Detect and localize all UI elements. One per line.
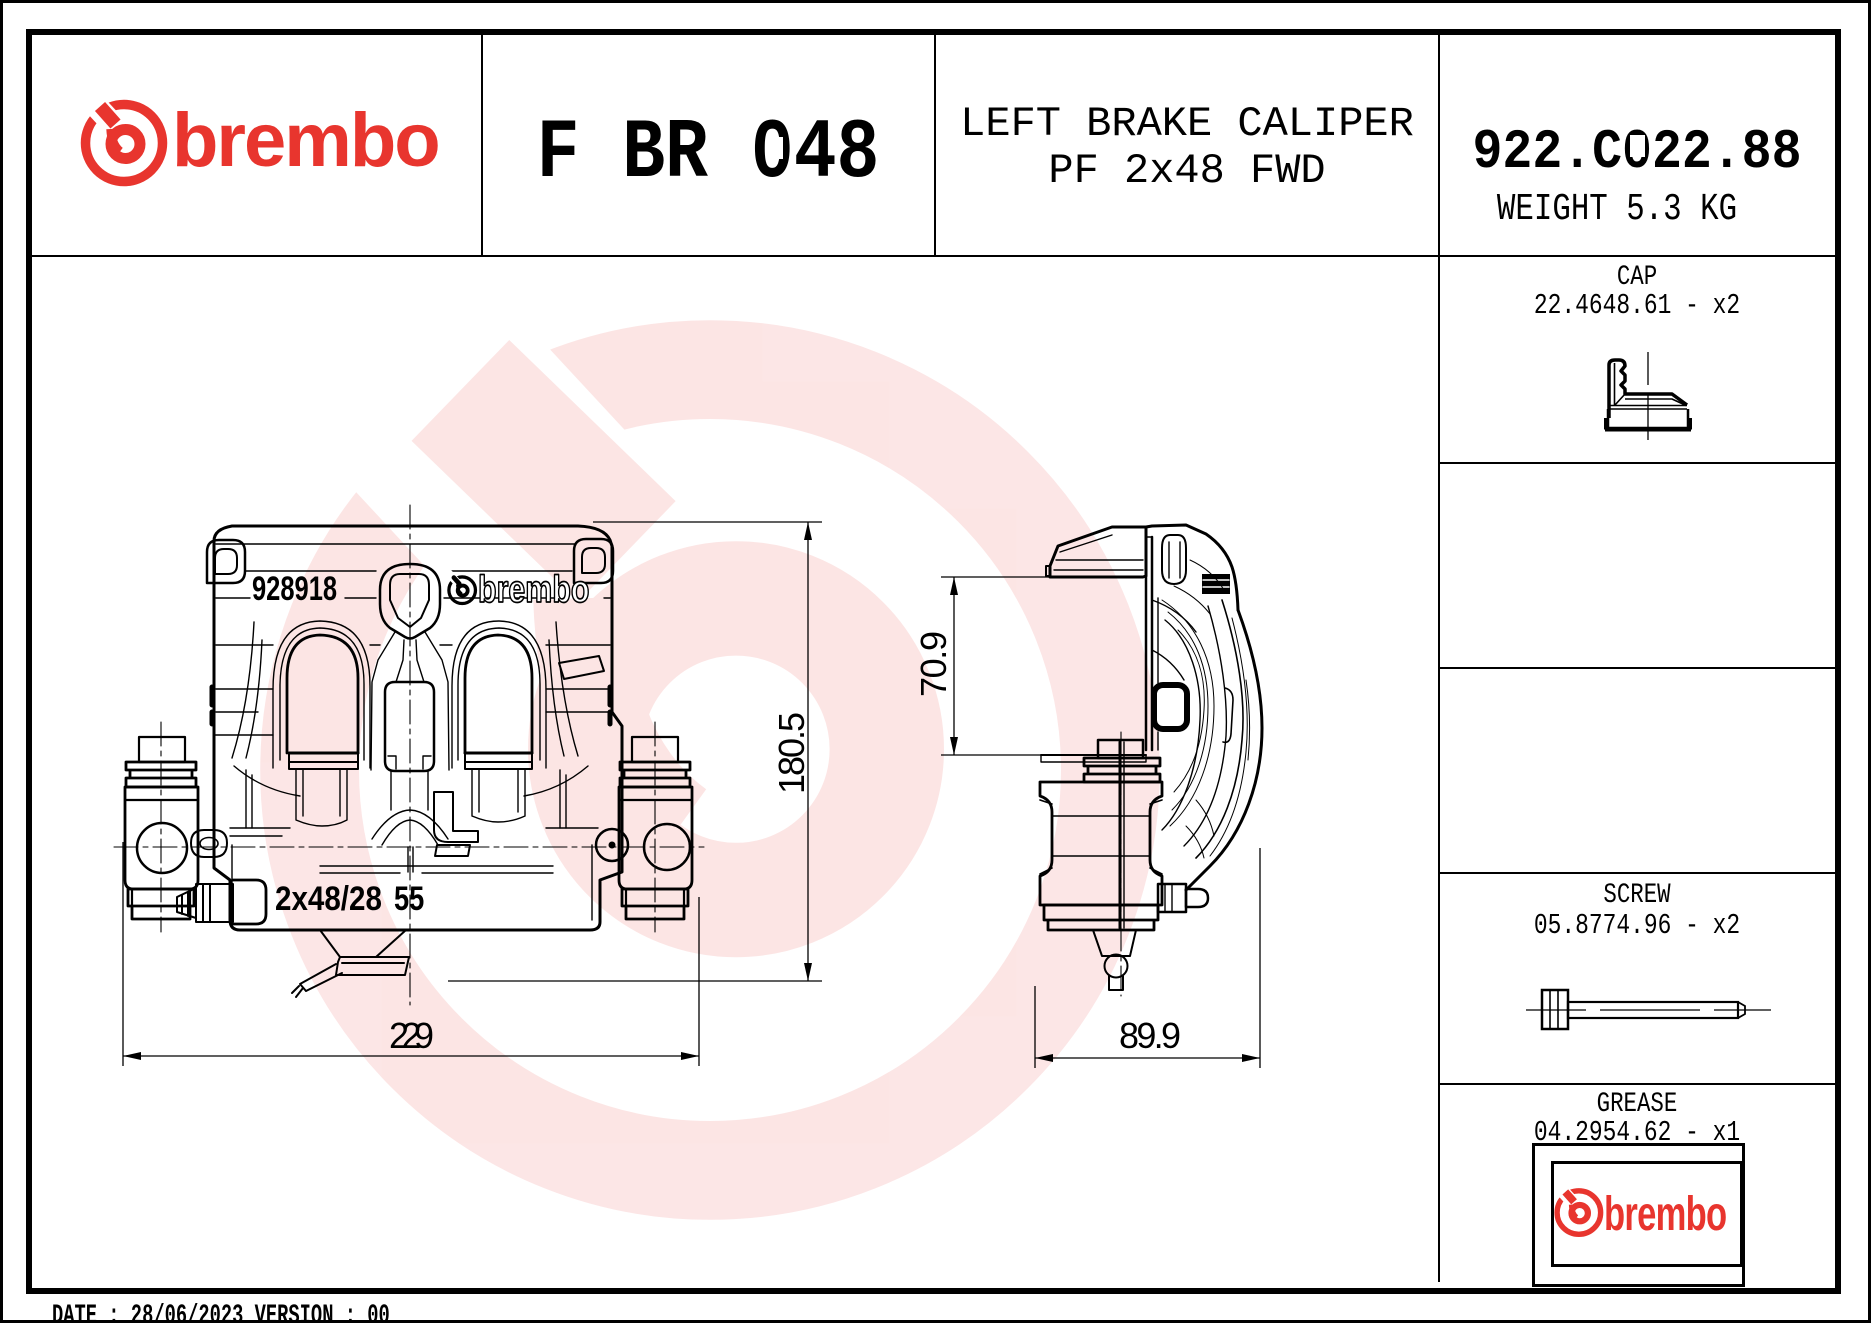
svg-text:180.5: 180.5 xyxy=(771,712,812,794)
svg-text:70.9: 70.9 xyxy=(913,631,954,697)
svg-text:928918: 928918 xyxy=(252,571,337,608)
svg-text:229: 229 xyxy=(389,1015,434,1056)
svg-text:55: 55 xyxy=(394,879,424,918)
svg-text:89.9: 89.9 xyxy=(1119,1015,1181,1056)
svg-text:brembo: brembo xyxy=(478,569,589,611)
svg-text:2x48/28: 2x48/28 xyxy=(275,879,382,917)
